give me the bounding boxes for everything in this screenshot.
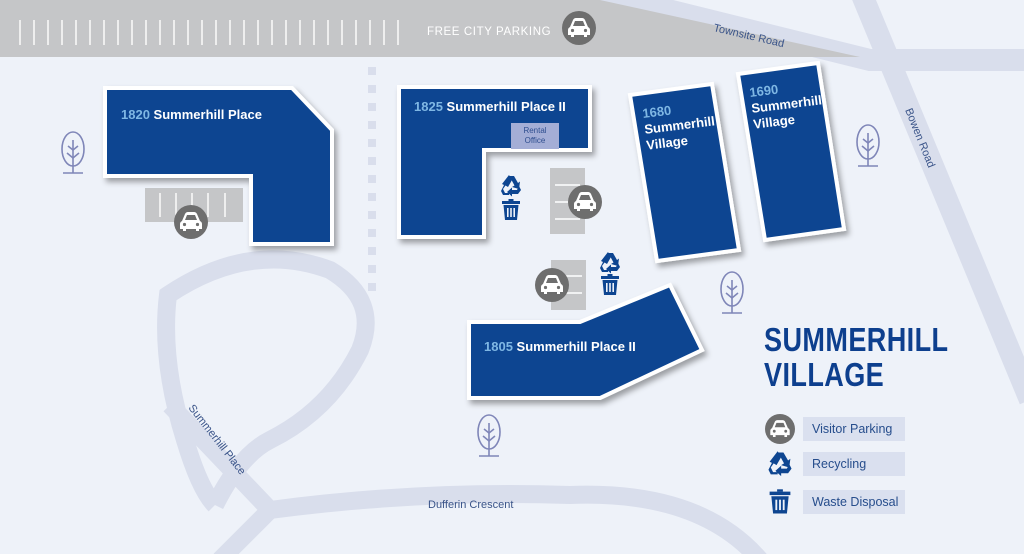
legend-label: Waste Disposal [803,490,905,514]
building-1820: 1820 Summerhill Place [103,86,334,246]
parking-lot-1825 [550,168,602,234]
road-summerhill-loop [157,250,375,512]
parking-lot-1805 [535,260,586,310]
legend-label: Recycling [803,452,905,476]
svg-text:1820 Summerhill Place: 1820 Summerhill Place [121,107,262,122]
building-1680: 1680 Summerhill Village [627,81,742,264]
trash-icon [601,274,619,295]
car-icon [568,185,602,219]
building-1690: 1690 Summerhill Village [735,60,847,243]
tree-icon [477,414,501,457]
legend-label: Visitor Parking [803,417,905,441]
car-icon [174,205,208,239]
car-icon [535,268,569,302]
trash-icon [765,487,795,517]
rental-office: Rental Office [511,123,559,149]
tree-icon [720,271,744,314]
legend-item-visitor-parking: Visitor Parking [765,414,905,444]
building-number: 1820 [121,107,150,122]
svg-text:1690: 1690 [749,82,780,100]
svg-text:Village: Village [645,133,688,153]
title-line1: SUMMERHILL [764,321,949,358]
parking-lot-1820 [145,188,243,239]
car-icon [562,11,596,45]
car-icon [765,414,795,444]
map-title: SUMMERHILL VILLAGE [764,322,948,392]
road-dufferin [268,485,767,554]
recycle-icon [501,175,521,197]
svg-text:1680: 1680 [642,103,673,121]
building-name: Summerhill Place [154,107,262,122]
tree-icon [61,131,85,174]
title-line2: VILLAGE [764,356,885,393]
road-townsite [592,0,1024,71]
legend-item-recycling: Recycling [765,449,905,479]
recycle-icon [765,449,795,479]
road-label-dufferin: Dufferin Crescent [428,499,513,511]
parking-stall-lines [19,20,399,45]
svg-text:1805 Summerhill Place II: 1805 Summerhill Place II [484,339,636,354]
free-city-parking-label: FREE CITY PARKING [427,26,552,38]
tree-icon [856,124,880,167]
dotted-path [368,67,376,291]
parking-strip [0,0,860,57]
road-bowen [852,0,1024,405]
recycle-icon [600,252,620,274]
trash-icon [502,199,520,220]
building-1805: 1805 Summerhill Place II [467,282,705,400]
legend-item-waste-disposal: Waste Disposal [765,487,905,517]
svg-text:Village: Village [752,112,795,132]
rental-office-line1: Rental [523,126,547,135]
road-summerhill-place [163,398,283,554]
svg-text:1825 Summerhill Place II: 1825 Summerhill Place II [414,99,566,114]
rental-office-line2: Office [524,136,546,145]
roads [157,0,1024,554]
